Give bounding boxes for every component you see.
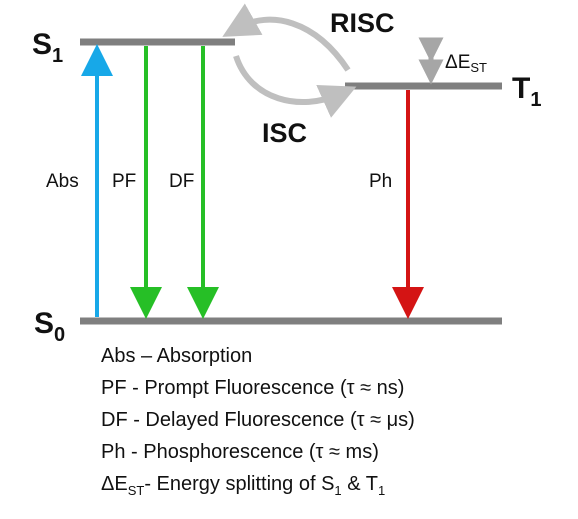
ph-label: Ph [369, 171, 392, 192]
s0-label: S0 [34, 307, 65, 346]
abs-label: Abs [46, 171, 79, 192]
legend-est: ΔEST- Energy splitting of S1 & T1 [101, 473, 385, 498]
isc-label: ISC [262, 118, 307, 148]
legend-abs: Abs – Absorption [101, 345, 252, 367]
legend-df: DF - Delayed Fluorescence (τ ≈ μs) [101, 409, 415, 431]
isc-arrow [233, 54, 357, 118]
pf-label: PF [112, 171, 136, 192]
delta-est-label: ΔEST [445, 52, 487, 75]
s1-label: S1 [32, 28, 63, 67]
legend-ph: Ph - Phosphorescence (τ ≈ ms) [101, 441, 379, 463]
risc-label: RISC [330, 8, 395, 38]
t1-label: T1 [512, 72, 541, 111]
legend-pf: PF - Prompt Fluorescence (τ ≈ ns) [101, 377, 404, 399]
risc-arrow [222, 3, 351, 72]
df-label: DF [169, 171, 194, 192]
